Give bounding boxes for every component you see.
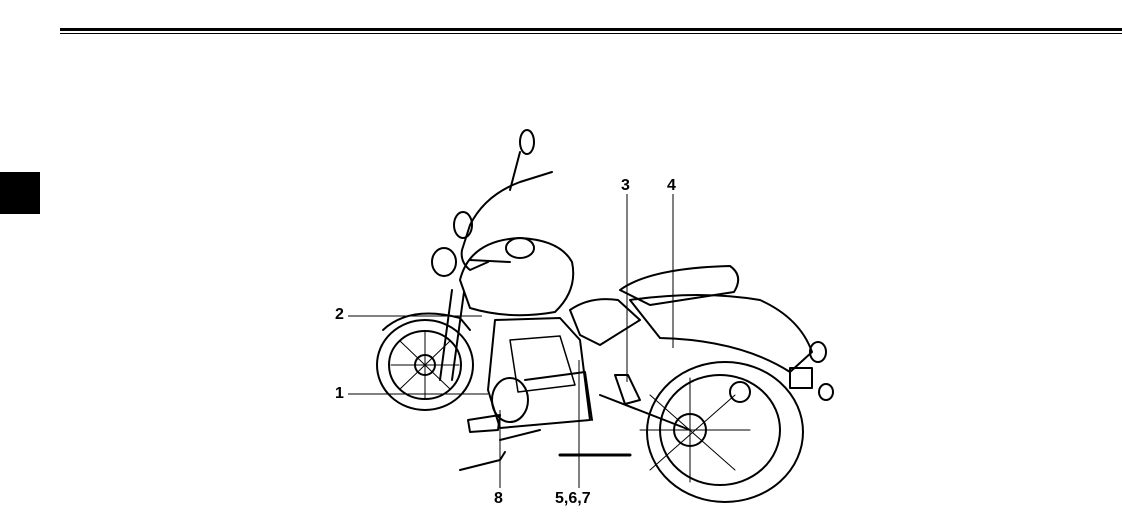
rear-fender-icon — [630, 295, 812, 372]
fuel-tank-icon — [460, 238, 573, 315]
callout-5-6-7: 5,6,7 — [555, 491, 591, 507]
mirror-icon — [454, 130, 534, 238]
callout-3: 3 — [621, 178, 630, 194]
callout-1: 1 — [335, 386, 344, 402]
callout-4: 4 — [667, 178, 676, 194]
rear-wheel-icon — [640, 362, 803, 502]
callout-8: 8 — [494, 491, 503, 507]
seat-icon — [570, 299, 640, 345]
callout-2: 2 — [335, 307, 344, 323]
